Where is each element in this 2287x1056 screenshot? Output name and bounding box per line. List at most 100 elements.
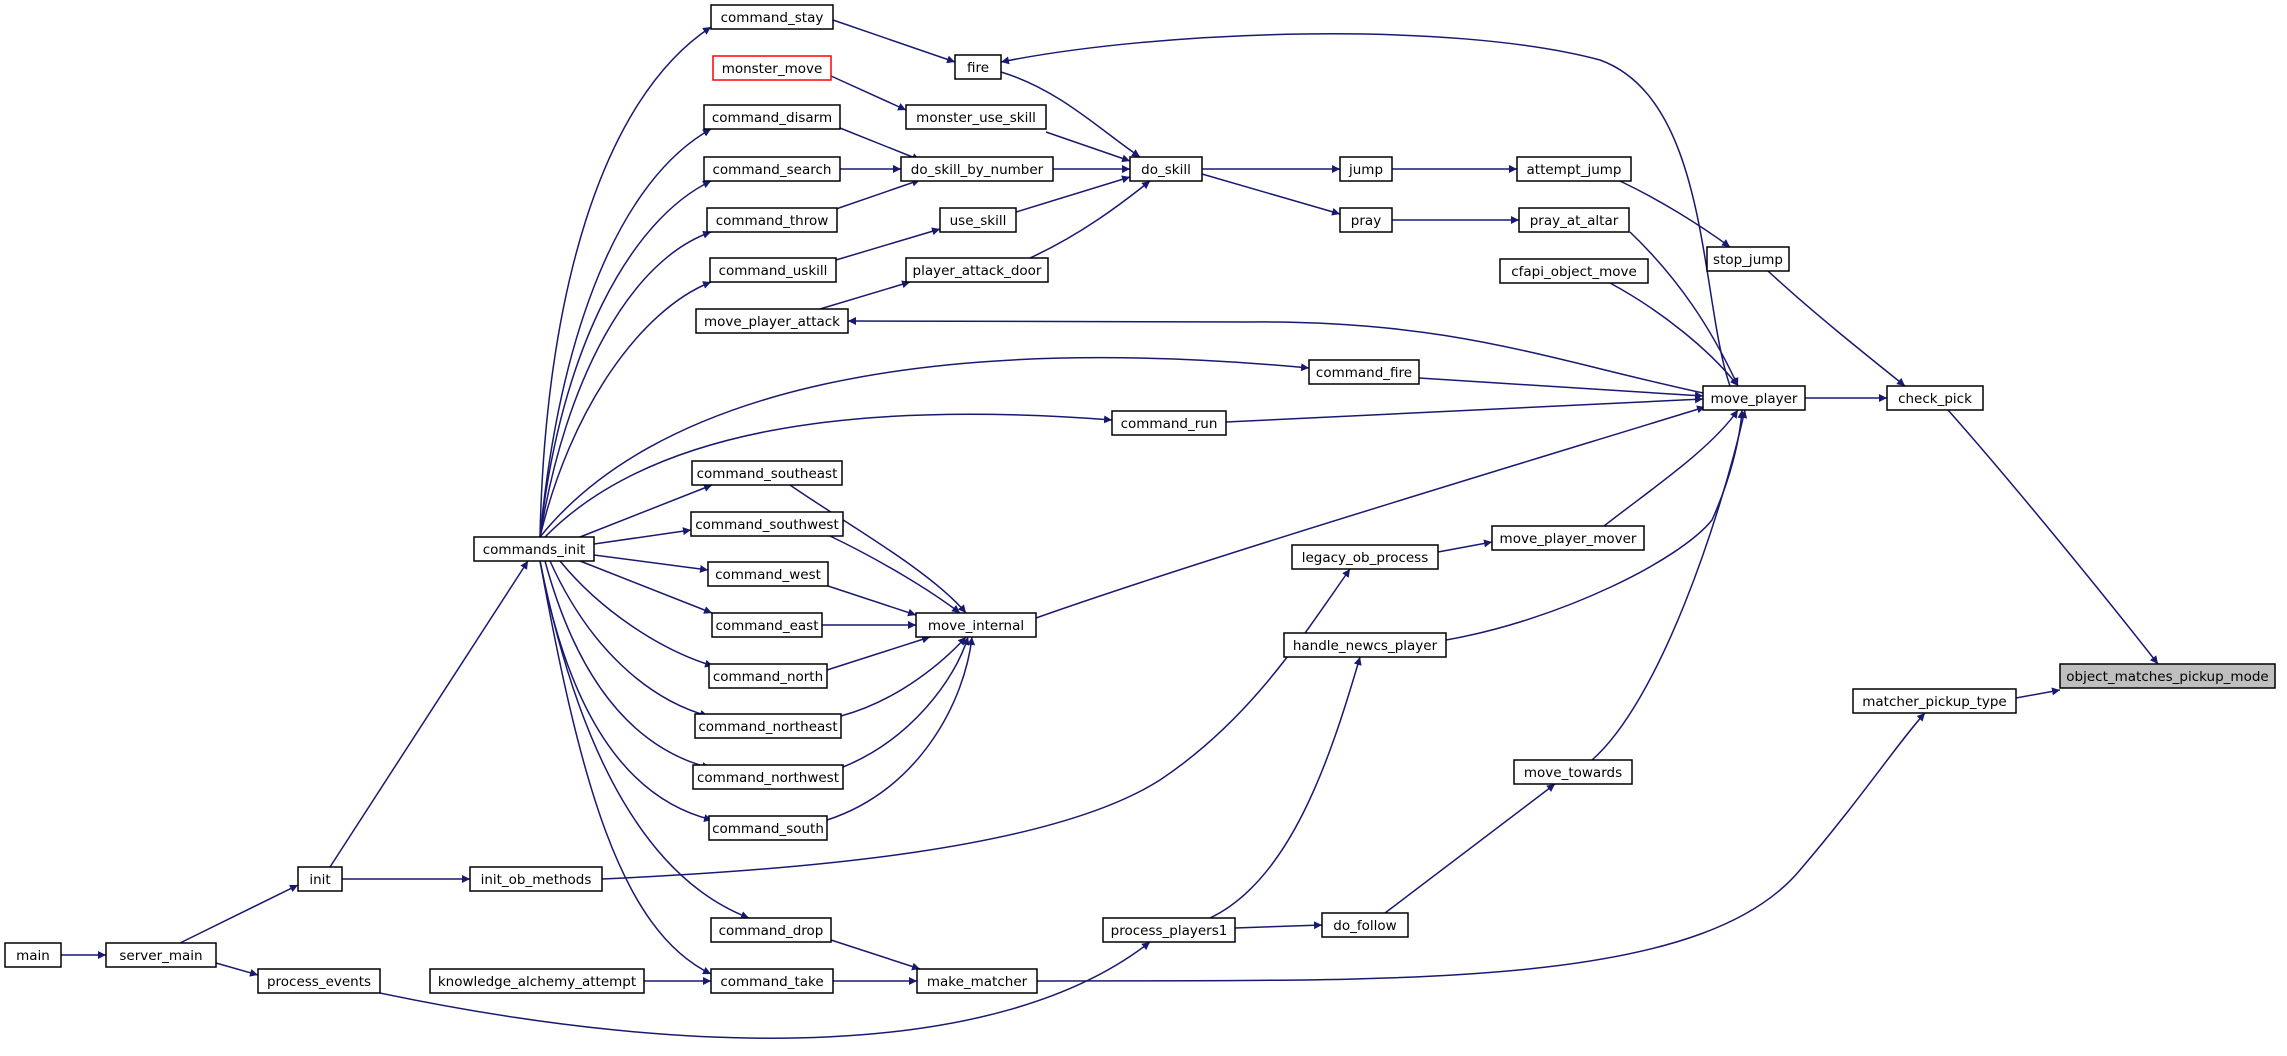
call-edge — [539, 180, 712, 538]
node-command-throw[interactable]: command_throw — [706, 207, 838, 233]
node-label: check_pick — [1898, 391, 1972, 407]
node-do-skill[interactable]: do_skill — [1129, 156, 1203, 182]
node-server-main[interactable]: server_main — [105, 942, 217, 968]
node-stop-jump[interactable]: stop_jump — [1706, 246, 1790, 272]
node-pray[interactable]: pray — [1339, 207, 1393, 233]
node-label: command_east — [715, 618, 818, 634]
node-command-east[interactable]: command_east — [711, 612, 823, 638]
node-monster-use-skill[interactable]: monster_use_skill — [905, 104, 1047, 130]
node-fire[interactable]: fire — [954, 54, 1002, 80]
call-edge — [1225, 395, 1704, 423]
call-edge — [329, 560, 529, 868]
node-label: move_player_attack — [704, 314, 840, 330]
node-label: move_player — [1711, 391, 1798, 407]
node-command-fire[interactable]: command_fire — [1308, 359, 1420, 385]
node-pray-at-altar[interactable]: pray_at_altar — [1518, 207, 1630, 233]
node-command-uskill[interactable]: command_uskill — [709, 257, 837, 283]
node-attempt-jump[interactable]: attempt_jump — [1516, 156, 1632, 182]
call-edge — [1629, 231, 1739, 387]
node-handle-newcs-player[interactable]: handle_newcs_player — [1283, 632, 1447, 658]
node-move-player[interactable]: move_player — [1702, 385, 1806, 411]
node-label: object_matches_pickup_mode — [2066, 669, 2268, 685]
node-label: command_take — [720, 974, 823, 990]
call-edge — [789, 484, 967, 614]
node-command-stay[interactable]: command_stay — [710, 4, 834, 30]
node-jump[interactable]: jump — [1339, 156, 1393, 182]
node-label: command_southwest — [695, 517, 839, 533]
node-command-west[interactable]: command_west — [707, 561, 829, 587]
node-commands-init[interactable]: commands_init — [473, 536, 595, 562]
node-label: handle_newcs_player — [1293, 638, 1438, 654]
node-command-southeast[interactable]: command_southeast — [691, 460, 843, 486]
call-edge — [379, 941, 1151, 1039]
node-command-take[interactable]: command_take — [710, 968, 834, 994]
node-label: knowledge_alchemy_attempt — [438, 974, 636, 990]
call-edge — [579, 484, 713, 538]
node-label: command_throw — [716, 213, 829, 229]
node-make-matcher[interactable]: make_matcher — [916, 968, 1038, 994]
call-edge — [832, 19, 956, 64]
node-do-follow[interactable]: do_follow — [1321, 912, 1409, 938]
node-do-skill-by-number[interactable]: do_skill_by_number — [900, 156, 1054, 182]
node-process-events[interactable]: process_events — [257, 968, 381, 994]
node-command-drop[interactable]: command_drop — [710, 917, 832, 943]
node-label: do_skill — [1141, 162, 1191, 178]
node-command-search[interactable]: command_search — [703, 156, 841, 182]
call-edge — [819, 280, 911, 310]
node-label: monster_use_skill — [916, 110, 1036, 126]
node-move-towards[interactable]: move_towards — [1513, 759, 1633, 785]
node-label: init_ob_methods — [481, 872, 592, 888]
node-knowledge-alchemy-attempt[interactable]: knowledge_alchemy_attempt — [429, 968, 645, 994]
node-init[interactable]: init — [297, 866, 343, 892]
node-command-northeast[interactable]: command_northeast — [694, 713, 842, 739]
node-command-disarm[interactable]: command_disarm — [703, 104, 841, 130]
node-matcher-pickup-type[interactable]: matcher_pickup_type — [1852, 688, 2017, 714]
node-label: move_player_mover — [1500, 531, 1637, 547]
node-command-southwest[interactable]: command_southwest — [690, 511, 844, 537]
node-move-internal[interactable]: move_internal — [915, 612, 1037, 638]
node-object-matches-pickup-mode[interactable]: object_matches_pickup_mode — [2059, 663, 2276, 689]
node-label: do_follow — [1333, 918, 1396, 934]
call-edge — [1609, 282, 1739, 387]
edges-layer — [61, 19, 2159, 1039]
call-edge — [1603, 409, 1739, 527]
call-edge — [539, 230, 712, 538]
call-edge — [544, 560, 711, 770]
node-process-players1[interactable]: process_players1 — [1102, 917, 1236, 943]
node-monster-move[interactable]: monster_move — [712, 55, 832, 81]
call-edge — [830, 75, 907, 111]
call-edge — [1384, 783, 1556, 914]
call-edge — [839, 127, 921, 161]
call-edge — [593, 554, 709, 573]
node-legacy-ob-process[interactable]: legacy_ob_process — [1291, 544, 1439, 570]
call-edge — [1418, 377, 1704, 400]
node-player-attack-door[interactable]: player_attack_door — [905, 257, 1049, 283]
nodes-layer: object_matches_pickup_mode check_pickmatc… — [4, 4, 2276, 994]
call-edge — [1036, 712, 1926, 982]
call-edge — [1209, 656, 1362, 919]
node-command-northwest[interactable]: command_northwest — [692, 764, 844, 790]
node-command-north[interactable]: command_north — [708, 663, 828, 689]
node-init-ob-methods[interactable]: init_ob_methods — [469, 866, 603, 892]
call-edge — [1947, 409, 2159, 665]
node-label: make_matcher — [927, 974, 1028, 990]
node-label: command_north — [713, 669, 823, 685]
node-use-skill[interactable]: use_skill — [939, 207, 1017, 233]
call-edge — [1015, 175, 1131, 213]
call-edge — [1000, 71, 1141, 158]
call-edge — [1045, 131, 1131, 163]
node-move-player-mover[interactable]: move_player_mover — [1491, 525, 1645, 551]
call-edge — [593, 527, 692, 545]
node-check-pick[interactable]: check_pick — [1886, 385, 1984, 411]
node-label: stop_jump — [1713, 252, 1783, 268]
call-edge — [559, 560, 714, 668]
node-label: server_main — [119, 948, 202, 964]
node-command-south[interactable]: command_south — [708, 815, 828, 841]
node-cfapi-object-move[interactable]: cfapi_object_move — [1499, 258, 1649, 284]
node-label: pray_at_altar — [1530, 213, 1619, 229]
node-main[interactable]: main — [4, 942, 62, 968]
call-edge — [1619, 180, 1731, 248]
call-edge — [549, 560, 709, 718]
node-move-player-attack[interactable]: move_player_attack — [695, 308, 849, 334]
node-command-run[interactable]: command_run — [1111, 410, 1227, 436]
